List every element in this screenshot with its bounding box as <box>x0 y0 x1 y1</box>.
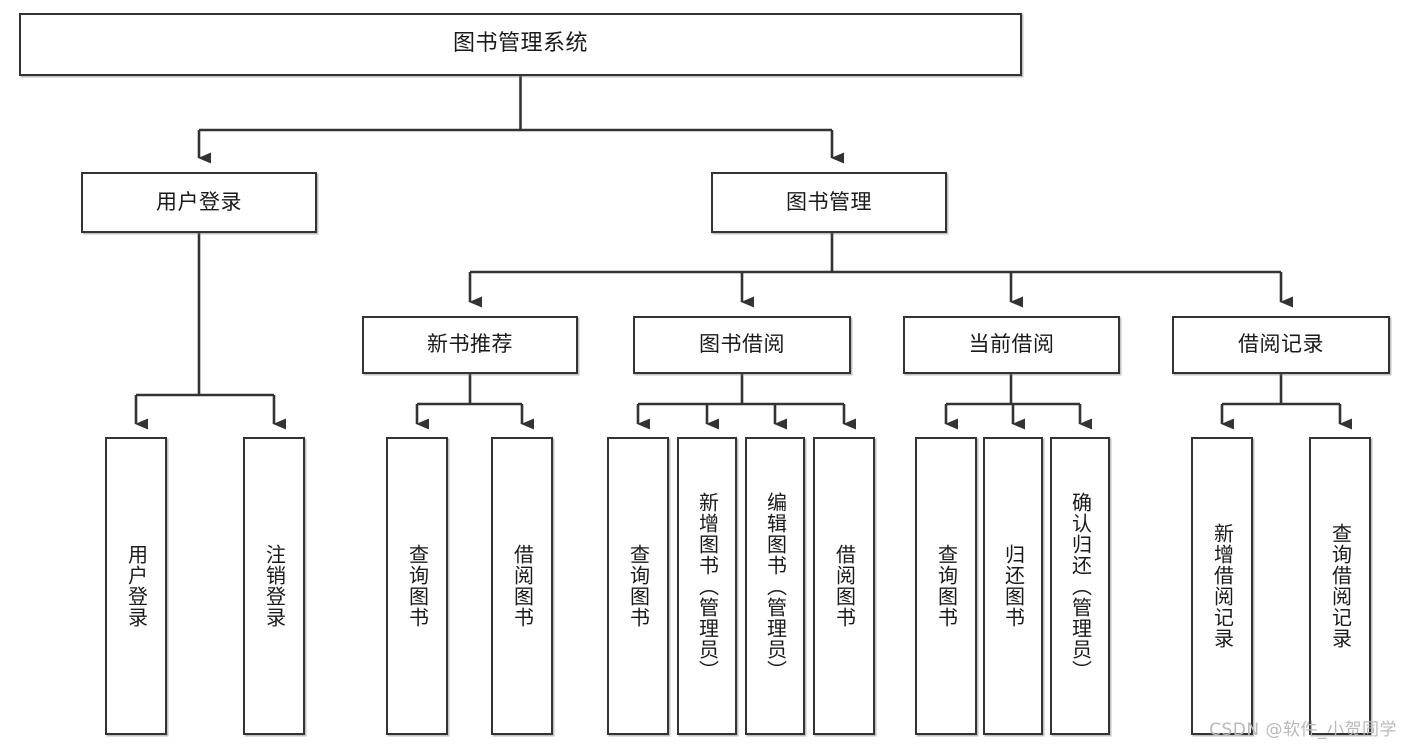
leaf-user-login[interactable]: 用户登录 <box>105 437 167 735</box>
leaf-current-confirm-return[interactable]: 确认归还（管理员） <box>1050 437 1110 735</box>
node-root[interactable]: 图书管理系统 <box>19 13 1022 76</box>
node-user-login[interactable]: 用户登录 <box>81 172 317 233</box>
leaf-current-return-book[interactable]: 归还图书 <box>983 437 1043 735</box>
leaf-logout-login[interactable]: 注销登录 <box>243 437 305 735</box>
node-new-book-recommend[interactable]: 新书推荐 <box>362 316 578 374</box>
node-book-manage[interactable]: 图书管理 <box>711 172 947 233</box>
leaf-record-query-record[interactable]: 查询借阅记录 <box>1309 437 1371 735</box>
leaf-recommend-query-book[interactable]: 查询图书 <box>386 437 448 735</box>
node-current-borrow[interactable]: 当前借阅 <box>903 316 1120 374</box>
leaf-borrow-edit-book[interactable]: 编辑图书（管理员） <box>745 437 805 735</box>
node-borrow-record[interactable]: 借阅记录 <box>1172 316 1390 374</box>
leaf-record-add-record[interactable]: 新增借阅记录 <box>1191 437 1253 735</box>
leaf-borrow-query-book[interactable]: 查询图书 <box>607 437 669 735</box>
leaf-current-query-book[interactable]: 查询图书 <box>915 437 977 735</box>
leaf-recommend-borrow-book[interactable]: 借阅图书 <box>491 437 553 735</box>
node-book-borrow[interactable]: 图书借阅 <box>633 316 851 374</box>
leaf-borrow-add-book[interactable]: 新增图书（管理员） <box>677 437 737 735</box>
watermark-text: CSDN @软件_小贺同学 <box>1209 720 1397 740</box>
leaf-borrow-borrow-book[interactable]: 借阅图书 <box>813 437 875 735</box>
